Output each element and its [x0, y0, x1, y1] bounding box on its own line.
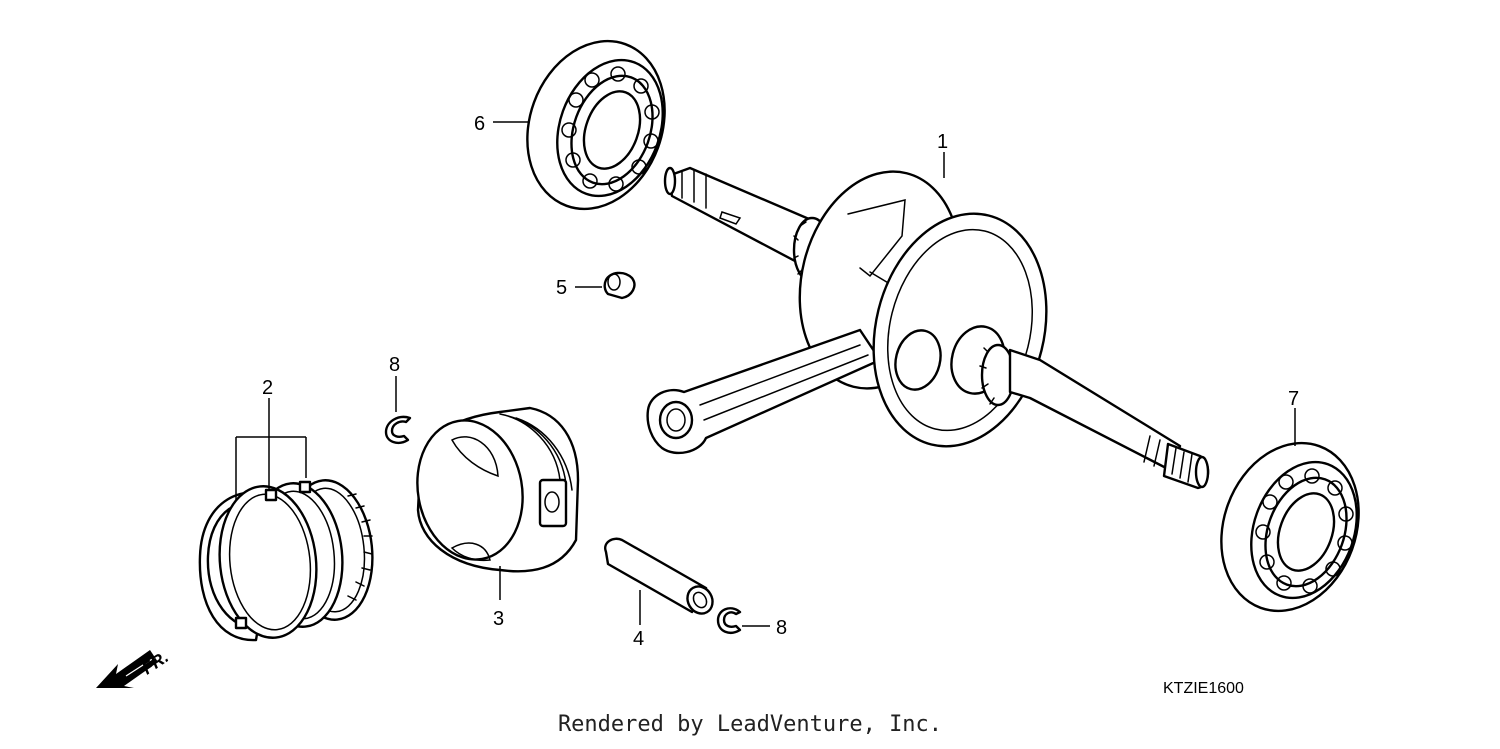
footer-credit: Rendered by LeadVenture, Inc. — [557, 712, 943, 737]
callout-1: 1 — [937, 131, 948, 153]
pin-clip-upper[interactable] — [384, 415, 412, 444]
callout-6: 6 — [474, 113, 485, 135]
callout-8-lower: 8 — [776, 617, 787, 639]
callout-3: 3 — [493, 608, 504, 630]
callout-5: 5 — [556, 277, 567, 299]
diagram-code: KTZIE1600 — [1163, 680, 1244, 697]
crankshaft[interactable] — [646, 154, 1210, 490]
front-direction-indicator: FR. — [96, 647, 172, 688]
arrow-down-left-icon — [96, 650, 165, 688]
callout-2: 2 — [262, 377, 273, 399]
callout-numbers: 1 2 3 4 5 6 7 8 8 — [262, 113, 1299, 650]
bearing-left[interactable] — [505, 22, 688, 229]
woodruff-key[interactable] — [603, 271, 636, 300]
piston-pin[interactable] — [604, 537, 717, 618]
bearing-right[interactable] — [1199, 424, 1382, 631]
pin-clip-lower[interactable] — [716, 607, 742, 634]
callout-7: 7 — [1288, 388, 1299, 410]
piston[interactable] — [407, 406, 580, 573]
callout-4: 4 — [633, 628, 644, 650]
piston-ring-set[interactable] — [198, 476, 379, 643]
callout-8-upper: 8 — [389, 354, 400, 376]
leader-lines — [235, 121, 1296, 627]
